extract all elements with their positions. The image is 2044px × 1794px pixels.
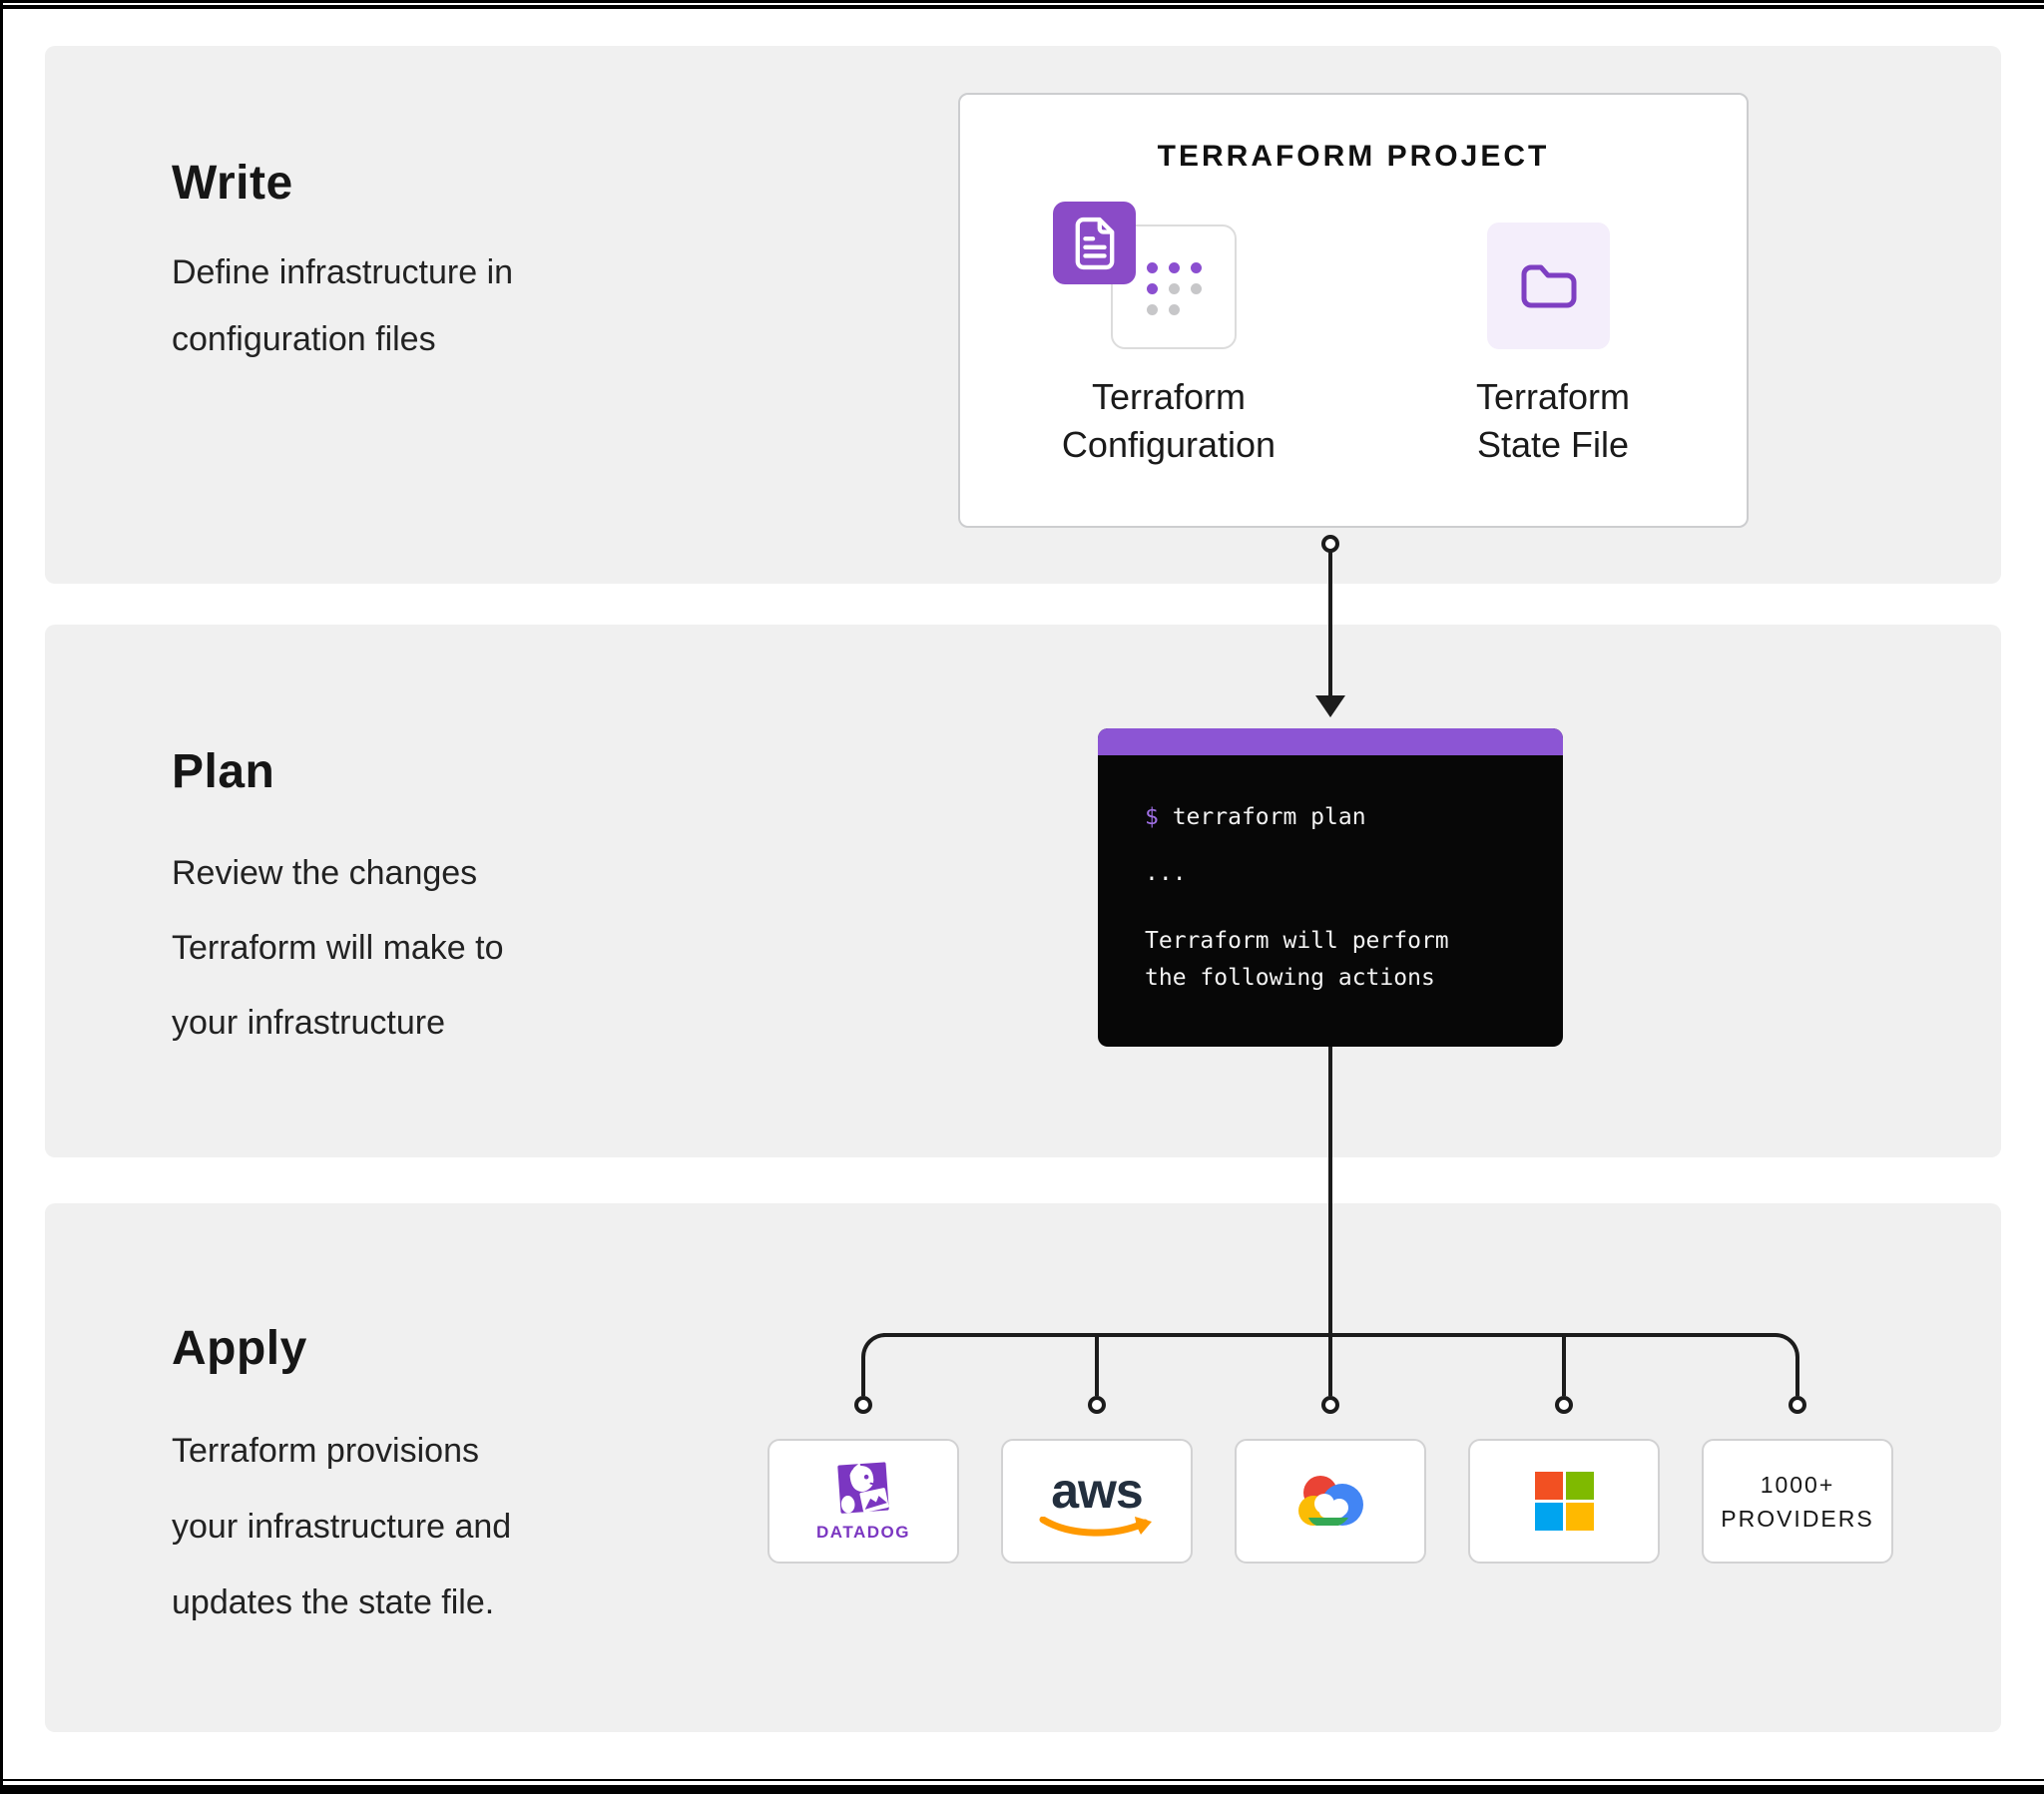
more-providers-label: 1000+ PROVIDERS xyxy=(1721,1471,1874,1532)
terraform-configuration-document-icon xyxy=(1053,202,1136,284)
apply-description: Terraform provisions your infrastructure… xyxy=(172,1413,511,1640)
rail-corner-left xyxy=(861,1333,887,1365)
terraform-state-folder-icon xyxy=(1487,223,1610,349)
write-description: Define infrastructure in configuration f… xyxy=(172,239,513,373)
frame-top-border xyxy=(0,0,2044,9)
connector-end-circle xyxy=(854,1396,872,1414)
connector-end-circle xyxy=(1321,1396,1339,1414)
terraform-configuration-label: Terraform Configuration xyxy=(1061,376,1277,465)
connector-end-circle xyxy=(1088,1396,1106,1414)
frame-left-border xyxy=(0,0,3,1794)
terraform-project-title: TERRAFORM PROJECT xyxy=(1157,140,1550,173)
plan-description: Review the changes Terraform will make t… xyxy=(172,836,504,1061)
provider-card-microsoft xyxy=(1468,1439,1660,1564)
document-icon xyxy=(1075,217,1114,269)
apply-heading: Apply xyxy=(172,1322,307,1375)
rail-drop-line xyxy=(1095,1333,1099,1396)
rail-drop-line xyxy=(861,1363,865,1396)
connector-end-circle xyxy=(1788,1396,1806,1414)
folder-icon xyxy=(1521,264,1576,307)
terminal-ellipsis: ... xyxy=(1145,860,1187,886)
terminal-window: $ terraform plan ... Terraform will perf… xyxy=(1098,728,1563,1047)
plan-description-line: Terraform will make to xyxy=(172,929,504,967)
terminal-prompt: $ xyxy=(1145,804,1159,830)
arrow-down-icon xyxy=(1315,695,1345,717)
microsoft-logo-icon xyxy=(1534,1472,1594,1531)
datadog-wordmark: DATADOG xyxy=(816,1522,910,1542)
rail-drop-line xyxy=(1328,1333,1332,1396)
google-cloud-logo-icon xyxy=(1298,1475,1363,1526)
aws-smile-icon xyxy=(1039,1516,1152,1537)
terraform-state-file-label: Terraform State File xyxy=(1475,376,1631,465)
provider-card-more-providers: 1000+ PROVIDERS xyxy=(1702,1439,1893,1564)
plan-description-line: Review the changes xyxy=(172,854,478,892)
terminal-command-line: $ terraform plan xyxy=(1145,804,1366,830)
terraform-project-card xyxy=(958,93,1749,528)
terminal-output-line: the following actions xyxy=(1145,965,1435,991)
provider-card-google-cloud xyxy=(1235,1439,1426,1564)
plan-section-band xyxy=(45,625,2001,1157)
connector-terminal-to-rail xyxy=(1328,1047,1332,1337)
plan-heading: Plan xyxy=(172,745,275,798)
terminal-titlebar xyxy=(1098,728,1563,755)
write-description-line: configuration files xyxy=(172,320,436,358)
connector-end-circle xyxy=(1555,1396,1573,1414)
provider-card-datadog: DATADOG xyxy=(767,1439,959,1564)
write-heading: Write xyxy=(172,157,293,210)
apply-description-line: updates the state file. xyxy=(172,1583,495,1621)
connector-line-down xyxy=(1328,552,1332,697)
apply-description-line: your infrastructure and xyxy=(172,1508,512,1546)
rail-corner-right xyxy=(1774,1333,1799,1365)
apply-description-line: Terraform provisions xyxy=(172,1432,479,1470)
write-description-line: Define infrastructure in xyxy=(172,253,514,291)
frame-bottom-border xyxy=(0,1778,2044,1794)
connector-start-circle xyxy=(1321,535,1339,553)
provider-card-aws: aws xyxy=(1001,1439,1193,1564)
plan-description-line: your infrastructure xyxy=(172,1004,445,1042)
datadog-logo-icon xyxy=(837,1461,889,1514)
rail-drop-line xyxy=(1562,1333,1566,1396)
aws-wordmark: aws xyxy=(1051,1462,1144,1519)
terminal-command: terraform plan xyxy=(1158,804,1366,830)
rail-drop-line xyxy=(1795,1363,1799,1396)
terminal-output-line: Terraform will perform xyxy=(1145,928,1449,954)
